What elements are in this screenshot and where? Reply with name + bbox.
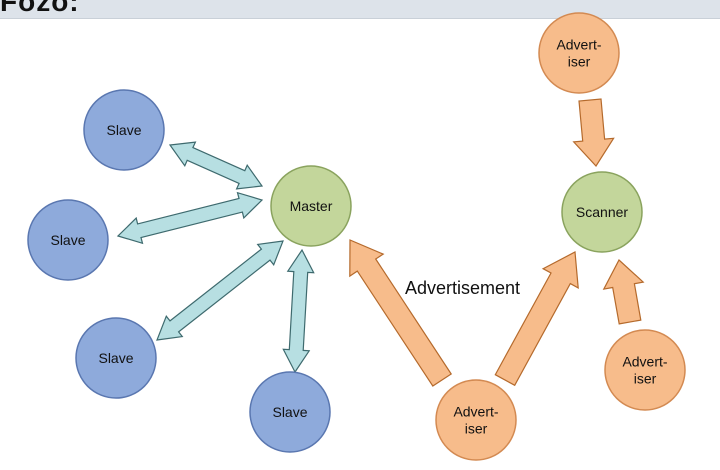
- advertise-arrow-advertiser_top-scanner: [572, 98, 615, 167]
- arrows-layer: [116, 98, 645, 387]
- node-advertiser-bottom: Advert-iser: [435, 379, 517, 461]
- advertiser-right-circle: [604, 329, 686, 411]
- header-bar: Fozo:: [0, 0, 720, 19]
- slave-2-label: Slave: [50, 232, 85, 248]
- node-advertiser-right: Advert-iser: [604, 329, 686, 411]
- node-slave-3: Slave: [75, 317, 157, 399]
- slave-2-circle: [27, 199, 109, 281]
- advertisement-label: Advertisement: [405, 278, 520, 298]
- slave-3-label: Slave: [98, 350, 133, 366]
- link-arrow-slave_3-master: [156, 240, 284, 341]
- slave-1-circle: [83, 89, 165, 171]
- advertiser-right-label: Advert-: [622, 354, 667, 370]
- master-circle: [270, 165, 352, 247]
- node-slave-1: Slave: [83, 89, 165, 171]
- link-arrow-slave_2-master: [116, 191, 264, 245]
- node-master: Master: [270, 165, 352, 247]
- master-label: Master: [290, 198, 333, 214]
- slave-1-label: Slave: [106, 122, 141, 138]
- advertiser-bottom-label: Advert-: [453, 404, 498, 420]
- scanner-circle: [561, 171, 643, 253]
- node-scanner: Scanner: [561, 171, 643, 253]
- advertiser-top-circle: [538, 12, 620, 94]
- advertiser-top-label: Advert-: [556, 37, 601, 53]
- advertiser-top-label: iser: [568, 54, 591, 70]
- scanner-label: Scanner: [576, 204, 628, 220]
- slave-4-circle: [249, 371, 331, 453]
- node-advertiser-top: Advert-iser: [538, 12, 620, 94]
- advertise-arrow-advertiser_bottom-scanner: [494, 251, 579, 387]
- advertiser-right-label: iser: [634, 371, 657, 387]
- node-slave-2: Slave: [27, 199, 109, 281]
- link-arrow-slave_4-master: [282, 248, 315, 374]
- slave-4-label: Slave: [272, 404, 307, 420]
- advertise-arrow-advertiser_bottom-master: [349, 239, 453, 387]
- header-title: Fozo:: [0, 0, 80, 17]
- advertiser-bottom-circle: [435, 379, 517, 461]
- link-arrow-slave_1-master: [168, 141, 264, 190]
- advertiser-bottom-label: iser: [465, 421, 488, 437]
- slave-3-circle: [75, 317, 157, 399]
- node-slave-4: Slave: [249, 371, 331, 453]
- advertise-arrow-advertiser_right-scanner: [602, 259, 645, 325]
